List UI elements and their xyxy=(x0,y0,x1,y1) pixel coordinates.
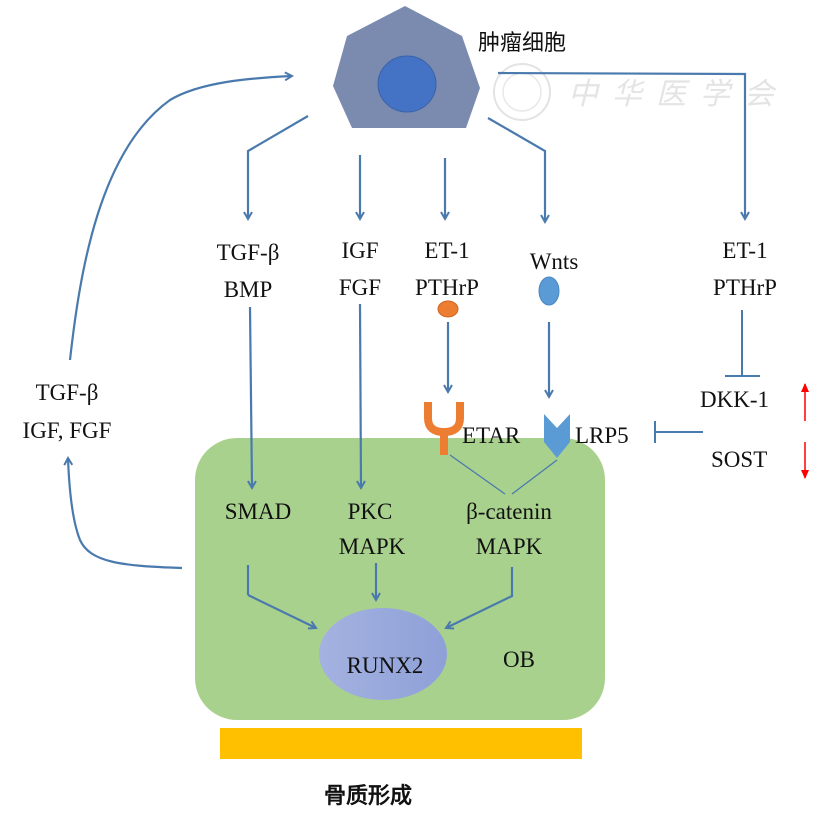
osteoblast-cell xyxy=(195,438,605,720)
feedback-arrows xyxy=(68,76,292,570)
igf-label: IGF xyxy=(341,238,378,263)
edge-tgf-smad xyxy=(250,306,252,488)
mapk-label-1: MAPK xyxy=(339,534,406,559)
edge-tumor-tgf xyxy=(248,115,309,219)
pthrp-mid-label: PTHrP xyxy=(415,275,479,300)
pkc-label: PKC xyxy=(348,499,393,524)
pathway-arrows xyxy=(246,303,549,628)
et1-ligand xyxy=(437,300,459,318)
mapk-label-2: MAPK xyxy=(476,534,543,559)
bmp-label: BMP xyxy=(224,277,273,302)
receptor-convergence-lines xyxy=(449,454,558,495)
watermark-text: 中华医学会 xyxy=(568,77,788,112)
tgf-beta-label: TGF-β xyxy=(217,240,280,265)
feedback-igf-fgf-label: IGF, FGF xyxy=(23,418,112,443)
et1-right-label: ET-1 xyxy=(722,238,767,263)
ob-label: OB xyxy=(503,647,535,672)
watermark: 中华医学会 xyxy=(493,63,788,121)
etar-label: ETAR xyxy=(462,423,521,448)
edge-tumor-et1-right xyxy=(497,71,745,219)
sost-label: SOST xyxy=(711,447,767,472)
feedback-tgf-label: TGF-β xyxy=(36,380,99,405)
tumor-output-arrows xyxy=(248,71,745,222)
edge-tumor-wnts xyxy=(487,117,545,222)
inhibition-lines xyxy=(654,310,760,443)
etar-receptor-icon xyxy=(424,402,464,455)
dkk1-label: DKK-1 xyxy=(700,387,769,412)
pthrp-right-label: PTHrP xyxy=(713,275,777,300)
smad-label: SMAD xyxy=(225,499,291,524)
wnts-label: Wnts xyxy=(530,249,579,274)
runx2-node xyxy=(319,608,447,700)
beta-catenin-label: β-catenin xyxy=(466,499,552,524)
lrp5-label: LRP5 xyxy=(575,423,629,448)
tumor-cell-label: 肿瘤细胞 xyxy=(478,31,566,56)
wnt-ligand xyxy=(538,276,560,306)
runx2-label: RUNX2 xyxy=(347,653,424,678)
edge-smad-runx2-b xyxy=(247,594,316,628)
edge-igf-pkc xyxy=(360,303,361,488)
tumor-nucleus xyxy=(377,55,437,113)
bone-formation-label: 骨质形成 xyxy=(324,784,412,809)
lrp5-receptor-icon xyxy=(544,414,570,458)
edge-feedback-tumor xyxy=(68,76,292,361)
edge-ob-feedback xyxy=(68,458,183,570)
watermark-seal-icon xyxy=(493,63,551,121)
et1-mid-label: ET-1 xyxy=(424,238,469,263)
fgf-label: FGF xyxy=(339,275,381,300)
edge-bcat-runx2 xyxy=(446,567,514,628)
bone-formation-bar xyxy=(220,728,582,759)
